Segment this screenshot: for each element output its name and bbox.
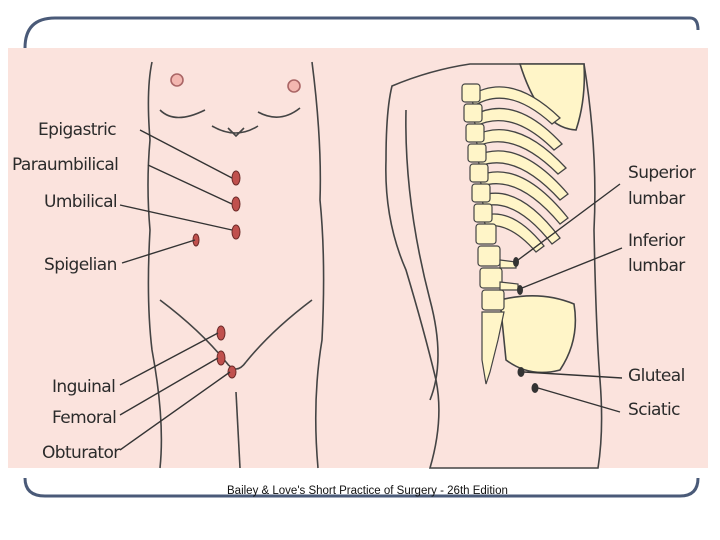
label-femoral: Femoral [52,408,116,428]
hernia-site-marker-icon [231,196,241,212]
hernia-site-marker-icon [231,170,241,186]
hernia-site-marker-icon [517,367,525,377]
label-inferior: Inferior [628,231,685,251]
hernia-site-marker-icon [517,285,523,295]
hernia-site-marker-icon [231,224,241,240]
back-hernia-markers [513,257,539,393]
label-umbilical: Umbilical [44,192,117,212]
label-paraumbilical: Paraumbilical [12,155,118,175]
label-epigastric: Epigastric [38,120,116,140]
front-view-figure [147,61,325,469]
back-leader-lines [517,183,623,413]
front-leader-lines [119,129,233,451]
hernia-site-marker-icon [216,350,226,366]
label-superior: Superior [628,163,696,183]
frame-bottom-edge [23,477,700,498]
label-spigelian: Spigelian [44,255,117,275]
hernia-site-marker-icon [227,365,237,379]
label-inferior-lumbar: lumbar [628,256,685,276]
label-obturator: Obturator [42,443,120,463]
label-inguinal: Inguinal [52,377,115,397]
label-superior-lumbar: lumbar [628,189,685,209]
hernia-site-marker-icon [513,257,519,267]
spine [461,83,519,385]
label-sciatic: Sciatic [628,400,680,420]
frame-top-edge [23,16,700,49]
label-gluteal: Gluteal [628,366,685,386]
hernia-site-marker-icon [216,325,226,341]
figure-caption: Bailey & Love's Short Practice of Surger… [227,485,508,497]
hernia-site-marker-icon [531,383,539,393]
front-hernia-markers [192,170,241,379]
